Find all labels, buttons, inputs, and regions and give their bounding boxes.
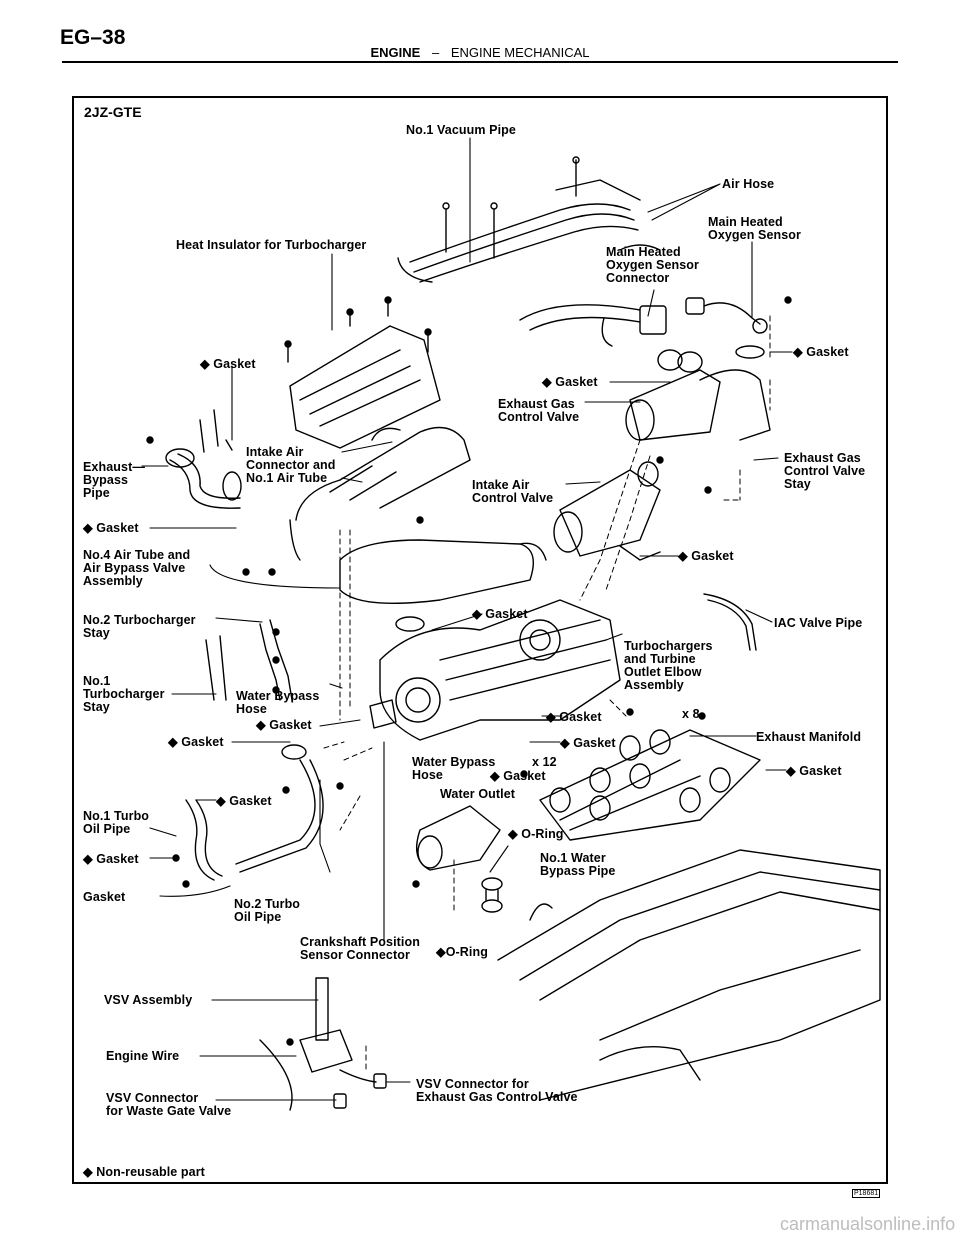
legend-non-reusable: ◆ Non-reusable part xyxy=(83,1165,205,1179)
dashed-guides xyxy=(323,315,771,1071)
vsv-assembly xyxy=(259,977,387,1111)
label-gasket-turbine-outlet: ◆ Gasket xyxy=(546,710,602,724)
label-gasket-exhaust-gas-control-valve: ◆ Gasket xyxy=(542,375,598,389)
label-main-heated-oxygen-sensor: Main Heated Oxygen Sensor xyxy=(708,215,801,242)
oxygen-sensor-parts xyxy=(519,297,768,347)
label-vsv-assembly: VSV Assembly xyxy=(104,993,193,1007)
label-gasket-oxygen-sensor: ◆ Gasket xyxy=(793,345,849,359)
label-gasket-plain: Gasket xyxy=(83,890,126,904)
exhaust-gas-control-valve xyxy=(625,345,771,441)
label-no2-turbocharger-stay: No.2 Turbocharger Stay xyxy=(83,613,196,640)
exploded-diagram-frame xyxy=(72,96,888,1184)
label-gasket-oil-pipe-upper: ◆ Gasket xyxy=(168,735,224,749)
label-engine-wire: Engine Wire xyxy=(106,1049,180,1063)
label-exhaust-manifold: Exhaust Manifold xyxy=(756,730,862,744)
subsection-title: ENGINE MECHANICAL xyxy=(450,45,590,60)
turbocharger-assembly xyxy=(369,599,621,741)
engine-block xyxy=(497,849,881,1101)
label-gasket-oil-pipe: ◆ Gasket xyxy=(216,794,272,808)
label-vsv-connector-exhaust-gas-control: VSV Connector for Exhaust Gas Control Va… xyxy=(416,1077,578,1104)
figure-number: P18681 xyxy=(852,1189,881,1198)
label-no1-turbocharger-stay: No.1 Turbocharger Stay xyxy=(83,674,165,714)
intake-air-tubes xyxy=(289,426,547,605)
exhaust-manifold xyxy=(539,729,761,841)
vacuum-pipe-harness xyxy=(397,156,661,283)
label-no1-turbo-oil-pipe: No.1 Turbo Oil Pipe xyxy=(83,809,150,836)
label-vsv-connector-waste-gate: VSV Connector for Waste Gate Valve xyxy=(106,1091,232,1118)
label-x8-count: x 8 xyxy=(682,707,700,721)
label-exhaust-gas-control-valve: Exhaust Gas Control Valve xyxy=(498,397,580,424)
leader-lines xyxy=(141,137,793,1101)
label-no4-air-tube: No.4 Air Tube and Air Bypass Valve Assem… xyxy=(83,548,191,588)
label-no1-vacuum-pipe: No.1 Vacuum Pipe xyxy=(406,123,516,137)
label-heat-insulator-for-turbocharger: Heat Insulator for Turbocharger xyxy=(176,238,367,252)
label-turbochargers-assembly: Turbochargers and Turbine Outlet Elbow A… xyxy=(624,639,713,692)
turbo-oil-pipes xyxy=(185,744,324,881)
label-gasket-bypass-pipe-lower: ◆ Gasket xyxy=(83,521,139,535)
label-x12-count: x 12 xyxy=(532,755,557,769)
iac-valve-pipe xyxy=(703,593,757,651)
label-no2-turbo-oil-pipe: No.2 Turbo Oil Pipe xyxy=(234,897,301,924)
intake-air-control-valve xyxy=(553,461,661,561)
label-gasket-exhaust-manifold: ◆ Gasket xyxy=(786,764,842,778)
label-main-heated-oxygen-sensor-connector: Main Heated Oxygen Sensor Connector xyxy=(606,245,699,285)
label-exhaust-gas-control-valve-stay: Exhaust Gas Control Valve Stay xyxy=(784,451,866,491)
label-water-bypass-hose-lower: Water Bypass Hose xyxy=(412,755,496,782)
label-no1-water-bypass-pipe: No.1 Water Bypass Pipe xyxy=(540,851,616,878)
label-gasket-water-bypass: ◆ Gasket xyxy=(256,718,312,732)
header-separator: – xyxy=(431,45,440,60)
label-intake-air-control-valve: Intake Air Control Valve xyxy=(472,478,554,505)
label-gasket-no1-oil-pipe: ◆ Gasket xyxy=(83,852,139,866)
label-gasket-bypass-pipe-upper: ◆ Gasket xyxy=(200,357,256,371)
label-iac-valve-pipe: IAC Valve Pipe xyxy=(774,616,863,630)
label-gasket-turbo-inlet: ◆ Gasket xyxy=(472,607,528,621)
page-code: EG–38 xyxy=(60,26,126,49)
heat-insulator xyxy=(287,299,441,449)
label-o-ring-bypass-pipe: ◆O-Ring xyxy=(436,945,488,959)
label-o-ring-water-outlet: ◆ O-Ring xyxy=(508,827,564,841)
engine-code: 2JZ-GTE xyxy=(84,104,142,120)
section-title: ENGINE xyxy=(370,45,421,60)
label-gasket-intake-air-control-valve: ◆ Gasket xyxy=(678,549,734,563)
page-header: ENGINE – ENGINE MECHANICAL xyxy=(0,45,960,60)
label-crankshaft-position-sensor-connector: Crankshaft Position Sensor Connector xyxy=(300,935,420,962)
bolts xyxy=(146,296,792,1046)
label-gasket-water-bypass-lower: ◆ Gasket xyxy=(490,769,546,783)
label-exhaust-bypass-pipe: Exhaust— Bypass Pipe xyxy=(83,460,145,500)
label-intake-air-connector: Intake Air Connector and No.1 Air Tube xyxy=(246,445,336,485)
header-rule xyxy=(62,61,898,63)
label-gasket-manifold-upper: ◆ Gasket xyxy=(560,736,616,750)
label-air-hose: Air Hose xyxy=(722,177,775,191)
exhaust-bypass-pipe xyxy=(165,409,242,509)
label-water-outlet: Water Outlet xyxy=(440,787,516,801)
label-water-bypass-hose-upper: Water Bypass Hose xyxy=(236,689,320,716)
footer-watermark: carmanualsonline.info xyxy=(780,1214,956,1234)
water-outlet xyxy=(416,805,503,913)
